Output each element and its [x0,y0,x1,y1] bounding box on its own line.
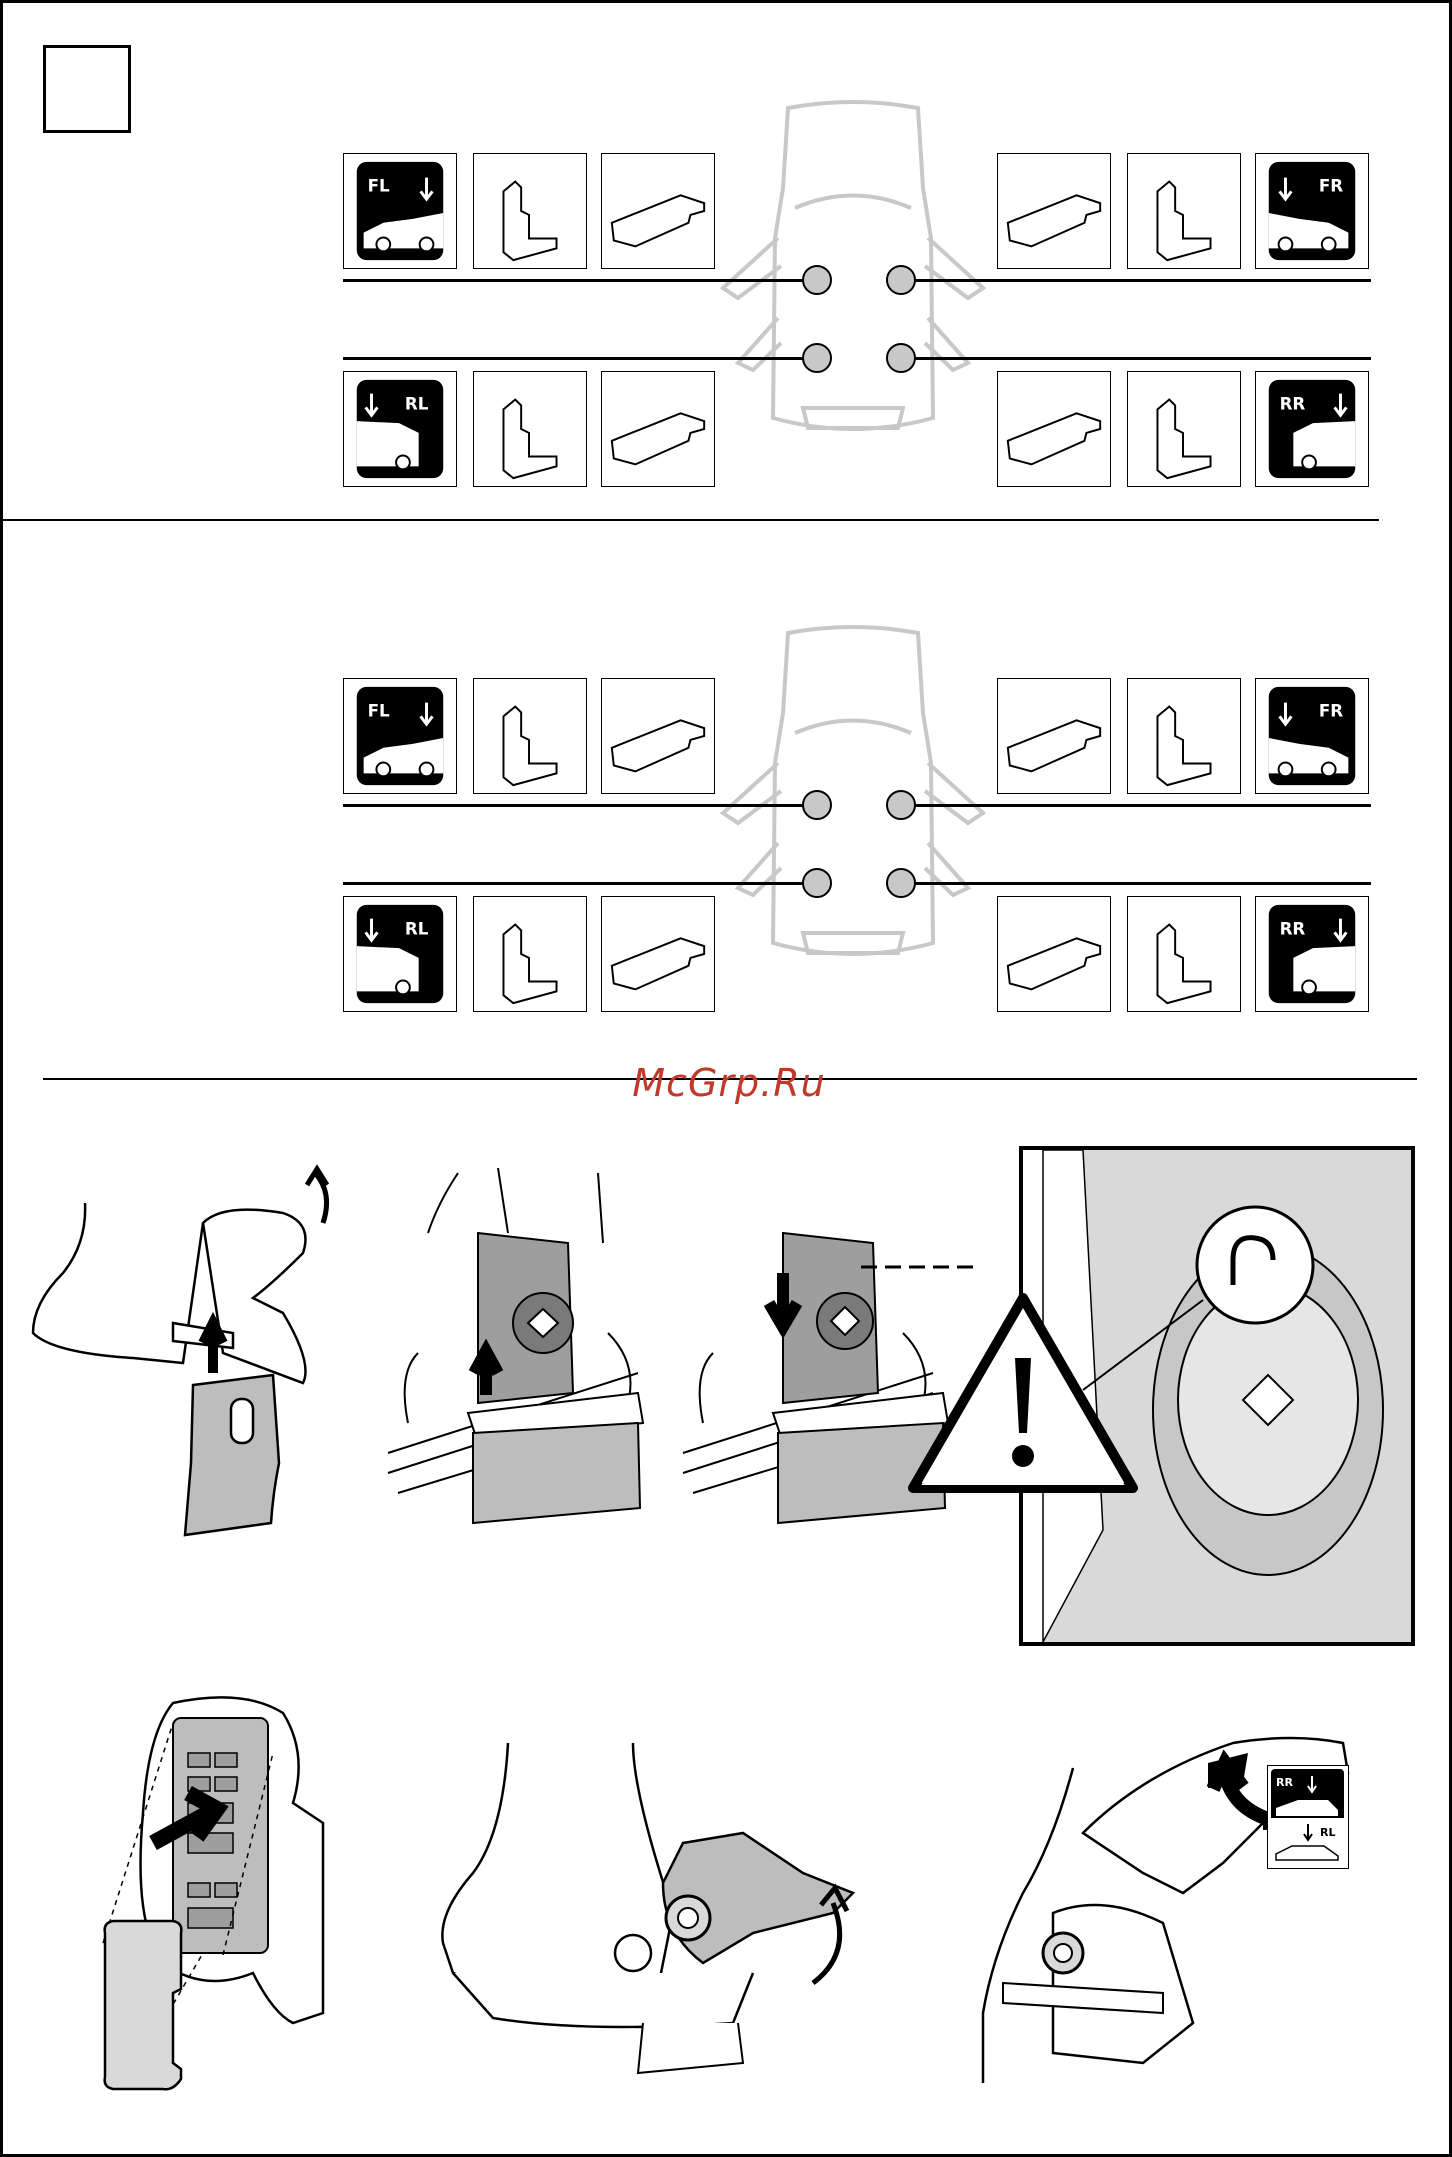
front-row-line-left [343,804,817,807]
step-clip-removal [23,1163,353,1543]
badge-rr-text: RR [1280,393,1306,413]
part-rubber-pad-tile-fr [997,678,1111,794]
part-rubber-pad-tile-rl [601,896,715,1012]
fitting-points [793,783,923,903]
svg-text:FL: FL [368,700,390,720]
part-foot-pad-tile-rl [473,371,587,487]
arrow-up-icon [203,1323,223,1373]
step-pad-push-up [378,1163,668,1533]
part-foot-pad-tile-rl [473,896,587,1012]
mini-badge-rr-text: RR [1276,1776,1293,1789]
mini-badge-rl-text: RL [1320,1826,1335,1839]
badge-rear-right: RR [1255,896,1369,1012]
front-row-line-right [901,279,1371,282]
svg-text:RL: RL [405,918,429,938]
rear-row-line-left [343,357,817,360]
part-foot-pad-tile-fr [1127,678,1241,794]
badge-front-left: FL [343,153,457,269]
svg-text:RR: RR [1280,918,1306,938]
warning-triangle-icon [903,1288,1143,1503]
fitting-point-fr [887,266,915,294]
rear-row-line-right [901,882,1371,885]
part-rubber-pad-tile-fl [601,678,715,794]
part-rubber-pad-tile-fl [601,153,715,269]
rear-row-line-right [901,357,1371,360]
rotate-arrow-icon [307,1169,327,1223]
badge-rear-right: RR [1255,371,1369,487]
front-row-line-left [343,279,817,282]
badge-fr-text: FR [1319,175,1343,195]
part-foot-pad-tile-fl [473,153,587,269]
fitting-point-rl [803,344,831,372]
badge-fl-text: FL [368,175,390,195]
part-rubber-pad-tile-fr [997,153,1111,269]
badge-rear-left: RL [343,896,457,1012]
section-divider-1 [3,519,1379,521]
step-cover-close [433,1733,873,2083]
watermark-text: McGrp.Ru [3,1061,1452,1105]
step-open-cover-mark [963,1693,1363,2093]
part-rubber-pad-tile-rl [601,371,715,487]
badge-rl-text: RL [405,393,429,413]
mini-position-badge: RR RL [1267,1765,1349,1869]
front-row-line-right [901,804,1371,807]
badge-rear-left: RL [343,371,457,487]
fitting-point-rr [887,344,915,372]
part-foot-pad-tile-rr [1127,371,1241,487]
fitting-position-diagram-1: FL FR [3,3,1452,523]
part-foot-pad-tile-fl [473,678,587,794]
badge-front-left: FL [343,678,457,794]
badge-front-right: FR [1255,153,1369,269]
fitting-points [793,258,923,378]
badge-front-right: FR [1255,678,1369,794]
part-foot-pad-tile-fr [1127,153,1241,269]
step-cover-fitting [93,1693,343,2093]
svg-text:FR: FR [1319,700,1343,720]
part-rubber-pad-tile-rr [997,896,1111,1012]
part-rubber-pad-tile-rr [997,371,1111,487]
part-foot-pad-tile-rr [1127,896,1241,1012]
fitting-point-fl [803,266,831,294]
rear-row-line-left [343,882,817,885]
fitting-position-diagram-2: FL FR RL [3,528,1452,1048]
